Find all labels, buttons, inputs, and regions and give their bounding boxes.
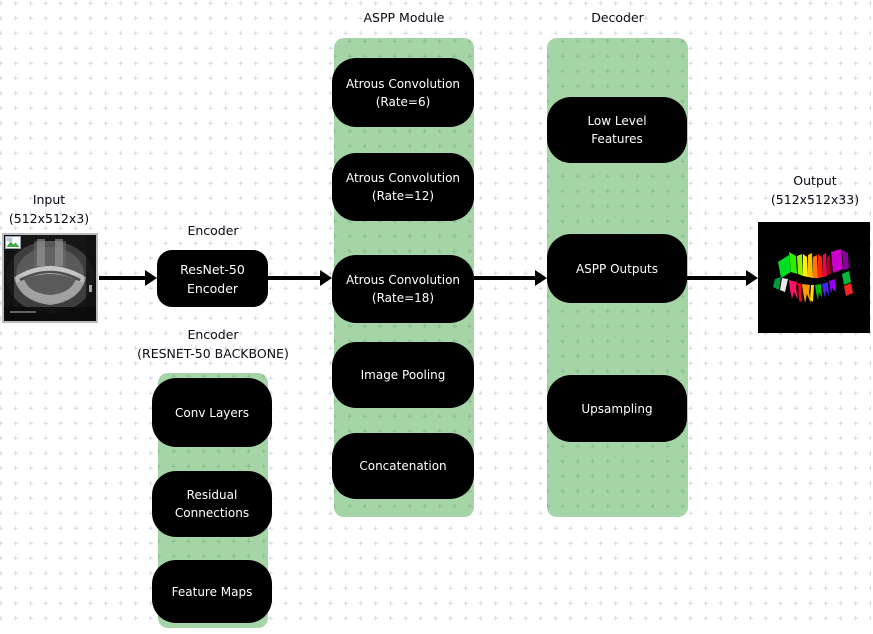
flow-arrow-input-to-encoder (99, 270, 157, 286)
input-xray-svg (4, 235, 96, 321)
output-segmentation-svg (758, 222, 870, 333)
flow-arrow-aspp-to-decoder (474, 270, 547, 286)
block-atrous-conv-rate12: Atrous Convolution (Rate=12) (332, 153, 474, 221)
encoder-backbone-title: Encoder (RESNET-50 BACKBONE) (137, 327, 289, 361)
input-xray-image (2, 233, 98, 323)
block-atrous-conv-rate6: Atrous Convolution (Rate=6) (332, 58, 474, 127)
block-low-level-features: Low Level Features (547, 97, 687, 163)
block-atrous-conv-rate18: Atrous Convolution (Rate=18) (332, 255, 474, 323)
aspp-module-title: ASPP Module (363, 10, 445, 25)
block-resnet50-encoder: ResNet-50 Encoder (157, 250, 268, 307)
block-residual-connections: Residual Connections (152, 471, 272, 537)
output-segmentation-image (758, 222, 870, 333)
output-label: Output (512x512x33) (770, 173, 860, 207)
block-aspp-outputs: ASPP Outputs (547, 234, 687, 303)
image-placeholder-icon (5, 236, 21, 249)
block-concatenation: Concatenation (332, 433, 474, 499)
decoder-title: Decoder (591, 10, 644, 25)
block-image-pooling: Image Pooling (332, 342, 474, 408)
flow-arrow-decoder-to-output (687, 270, 758, 286)
block-feature-maps: Feature Maps (152, 560, 272, 623)
flow-arrow-encoder-to-aspp (268, 270, 332, 286)
block-conv-layers: Conv Layers (152, 378, 272, 447)
input-label: Input (512x512x3) (8, 192, 90, 226)
encoder-title: Encoder (187, 223, 239, 238)
block-upsampling: Upsampling (547, 375, 687, 442)
